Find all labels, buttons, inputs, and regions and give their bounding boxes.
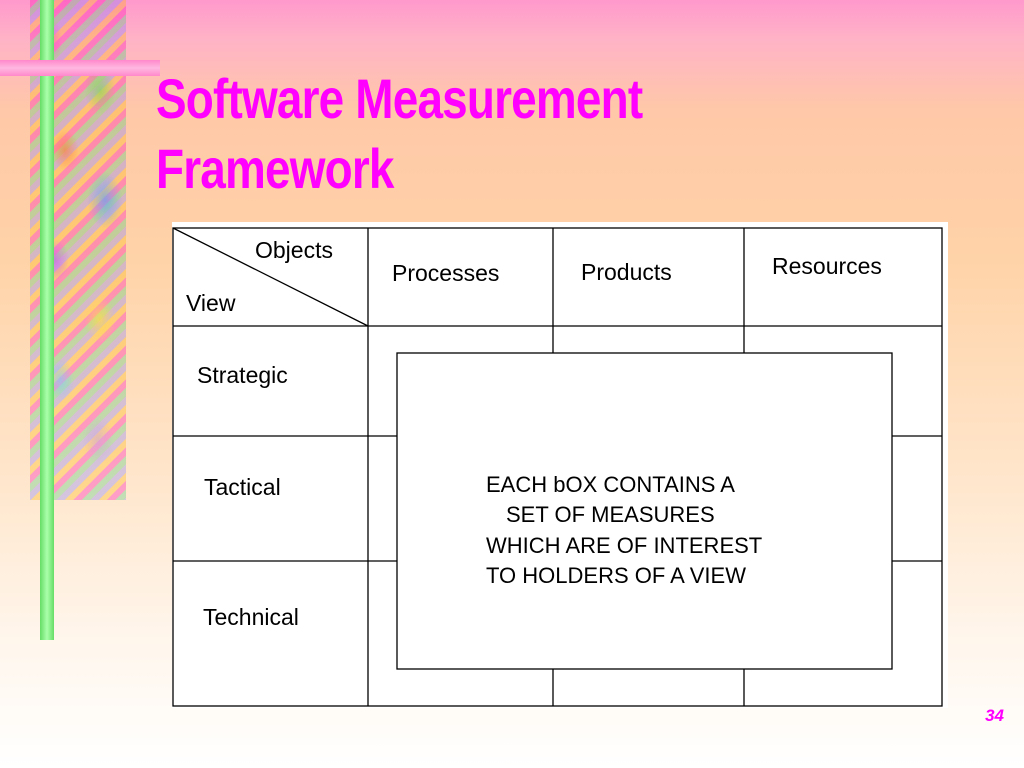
callout-box	[396, 352, 893, 670]
title-line-1: Software Measurement	[156, 67, 643, 130]
column-header-products: Products	[581, 259, 672, 285]
page-number: 34	[985, 706, 1004, 725]
column-header-processes: Processes	[392, 260, 499, 286]
framework-table: Objects View Processes Products Resource…	[172, 227, 943, 707]
title-line-2: Framework	[156, 137, 394, 200]
callout-line-4: TO HOLDERS OF A VIEW	[486, 563, 746, 588]
corner-label-objects: Objects	[255, 237, 333, 263]
measurement-framework-figure: Objects View Processes Products Resource…	[172, 222, 948, 708]
corner-label-view: View	[186, 290, 236, 316]
column-header-resources: Resources	[772, 253, 882, 279]
callout-line-1: EACH bOX CONTAINS A	[486, 472, 735, 497]
callout-line-2: SET OF MEASURES	[506, 502, 715, 527]
header-diagonal	[172, 227, 369, 327]
row-header-tactical: Tactical	[204, 474, 281, 500]
pink-horizontal-bar	[0, 60, 160, 76]
table-outer-border	[172, 227, 943, 707]
row-header-technical: Technical	[203, 604, 299, 630]
slide-title: Software Measurement Framework	[156, 64, 643, 204]
green-vertical-bar	[40, 0, 54, 640]
row-header-strategic: Strategic	[197, 362, 288, 388]
callout-line-3: WHICH ARE OF INTEREST	[486, 533, 762, 558]
